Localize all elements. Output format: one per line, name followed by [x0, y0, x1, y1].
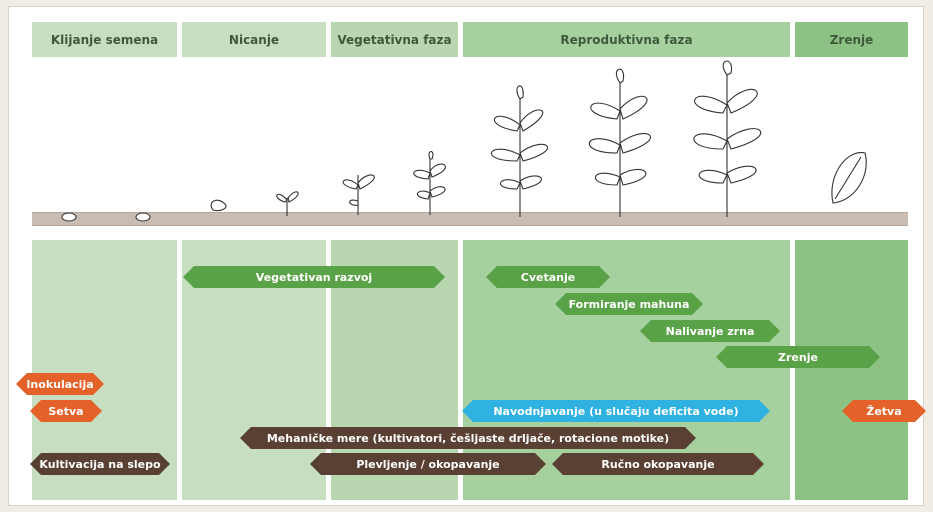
stage-label: Nicanje	[228, 32, 280, 47]
stage-label: Reproduktivna faza	[560, 32, 693, 47]
arrow-label: Formiranje mahuna	[568, 297, 690, 311]
arrow-irrigation: Navodnjavanje (u slučaju deficita vode)	[462, 400, 770, 422]
seedling-illustration	[342, 150, 446, 215]
stage-label: Vegetativna faza	[337, 32, 452, 47]
arrow-blind-cultivation: Kultivacija na slepo	[30, 453, 170, 475]
arrow-label: Setva	[48, 404, 84, 418]
arrow-label: Zrenje	[778, 350, 818, 364]
arrow-sowing: Setva	[30, 400, 102, 422]
arrow-harvest: Žetva	[842, 400, 926, 422]
column-maturity	[795, 240, 908, 500]
stage-header-maturity: Zrenje	[795, 22, 908, 57]
arrow-label: Žetva	[866, 404, 902, 418]
arrow-flowering: Cvetanje	[486, 266, 610, 288]
arrow-label: Mehaničke mere (kultivatori, češljaste d…	[266, 431, 670, 445]
stage-label: Zrenje	[829, 32, 874, 47]
stage-header-reproductive: Reproduktivna faza	[463, 22, 790, 57]
sprout-illustration	[210, 191, 299, 216]
soil-strip	[32, 212, 908, 226]
arrow-label: Plevljenje / okopavanje	[356, 457, 500, 471]
arrow-mechanical-measures: Mehaničke mere (kultivatori, češljaste d…	[240, 427, 696, 449]
arrow-label: Navodnjavanje (u slučaju deficita vode)	[493, 404, 739, 418]
arrow-pod-formation: Formiranje mahuna	[555, 293, 703, 315]
arrow-maturation: Zrenje	[716, 346, 880, 368]
arrow-inoculation: Inokulacija	[16, 373, 104, 395]
pod-illustration	[831, 152, 867, 204]
arrow-label: Ručno okopavanje	[601, 457, 715, 471]
stage-label: Klijanje semena	[50, 32, 159, 47]
arrow-label: Nalivanje zrna	[665, 324, 755, 338]
arrow-label: Cvetanje	[520, 270, 576, 284]
arrow-label: Kultivacija na slepo	[39, 457, 161, 471]
arrow-label: Inokulacija	[26, 377, 94, 391]
arrow-grain-filling: Nalivanje zrna	[640, 320, 780, 342]
arrow-hand-hoeing: Ručno okopavanje	[552, 453, 764, 475]
stage-header-vegetative: Vegetativna faza	[331, 22, 458, 57]
stage-header-germination: Klijanje semena	[32, 22, 177, 57]
flowering-plants-illustration	[490, 60, 762, 217]
arrow-vegetative-development: Vegetativan razvoj	[183, 266, 445, 288]
arrow-label: Vegetativan razvoj	[255, 270, 373, 284]
arrow-weeding: Plevljenje / okopavanje	[310, 453, 546, 475]
stage-header-emergence: Nicanje	[182, 22, 326, 57]
seed-illustration	[61, 212, 151, 222]
